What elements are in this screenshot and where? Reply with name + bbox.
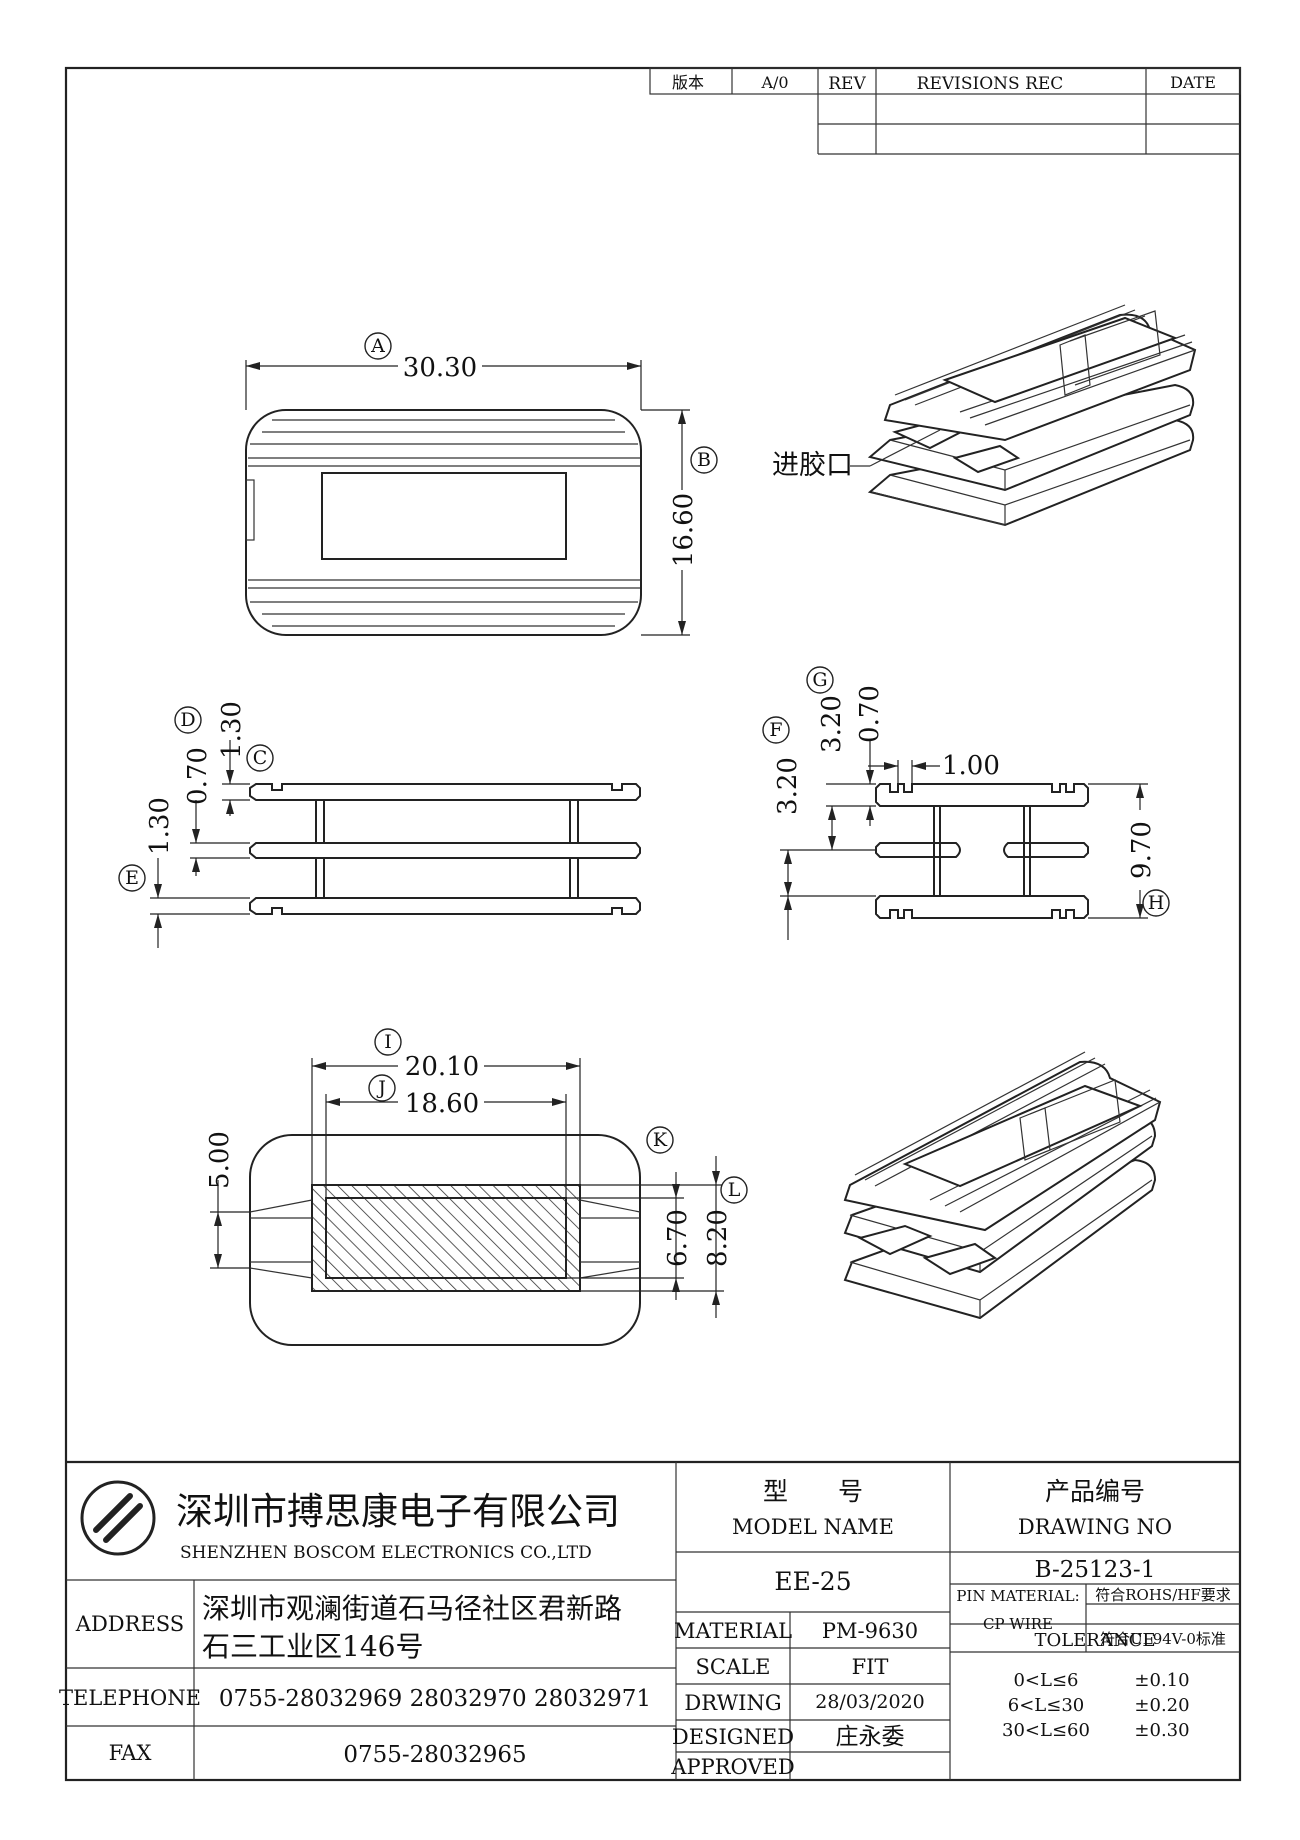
dim-g3-value: 1.00 xyxy=(942,751,1000,781)
drawing-date-label: DRWING xyxy=(684,1691,781,1715)
gate-callout: 进胶口 xyxy=(772,429,941,481)
bottom-view xyxy=(249,1134,641,1346)
drawing-no-value: B-25123-1 xyxy=(1035,1557,1156,1583)
dim-a-value: 30.30 xyxy=(403,353,477,383)
approved-label: APPROVED xyxy=(670,1755,794,1779)
dim-g-value: 3.20 xyxy=(817,695,847,753)
model-label-en: MODEL NAME xyxy=(732,1515,894,1539)
model-label-cn: 型 号 xyxy=(763,1477,863,1506)
iso-view-1 xyxy=(867,304,1197,527)
material-label: MATERIAL xyxy=(674,1619,792,1643)
dim-i-value: 20.10 xyxy=(405,1052,479,1082)
dim-bottom: 20.10 18.60 5.00 6.70 8.20 xyxy=(205,1050,733,1318)
company-name-cn: 深圳市搏思康电子有限公司 xyxy=(176,1490,620,1533)
tolerance-label: TOLERANCE xyxy=(1034,1630,1155,1651)
designed-label: DESIGNED xyxy=(672,1725,794,1749)
material-value: PM-9630 xyxy=(822,1619,918,1643)
balloon-d: D xyxy=(174,706,202,734)
tolerance-range: 30<L≤60 xyxy=(1002,1720,1090,1741)
company-name-en: SHENZHEN BOSCOM ELECTRONICS CO.,LTD xyxy=(180,1543,592,1563)
designed-value: 庄永委 xyxy=(836,1724,905,1750)
svg-text:C: C xyxy=(253,747,268,769)
balloon-e: E xyxy=(118,864,146,892)
dim-l-value: 8.20 xyxy=(703,1209,733,1267)
balloon-l: L xyxy=(720,1176,748,1204)
dim-b: 16.60 xyxy=(641,409,699,636)
telephone-value: 0755-28032969 28032970 28032971 xyxy=(219,1686,651,1712)
tolerance-table: 0<L≤6 ±0.10 6<L≤30 ±0.20 30<L≤60 ±0.30 xyxy=(1002,1670,1190,1741)
svg-text:F: F xyxy=(769,719,782,741)
scale-value: FIT xyxy=(852,1655,889,1679)
version-label: 版本 xyxy=(672,73,704,92)
dim-k-value: 6.70 xyxy=(663,1209,693,1267)
top-view xyxy=(245,409,642,636)
dim-side-right: 1.00 0.70 3.20 3.20 9.70 xyxy=(773,685,1157,940)
version-value: A/0 xyxy=(760,73,788,92)
drawing-date-value: 28/03/2020 xyxy=(815,1691,925,1713)
drawing-no-label-cn: 产品编号 xyxy=(1045,1477,1145,1506)
fax-value: 0755-28032965 xyxy=(343,1742,526,1768)
address-line2: 石三工业区146号 xyxy=(202,1630,423,1663)
tolerance-range: 6<L≤30 xyxy=(1008,1695,1084,1716)
revisions-label: REVISIONS REC xyxy=(917,74,1064,94)
tolerance-value: ±0.20 xyxy=(1134,1695,1189,1716)
svg-text:L: L xyxy=(728,1179,741,1201)
pin-material-label: PIN MATERIAL: xyxy=(956,1587,1079,1605)
side-view-left xyxy=(249,783,641,915)
side-view-right xyxy=(875,783,1089,919)
drawing-no-label-en: DRAWING NO xyxy=(1018,1515,1172,1539)
balloon-f: F xyxy=(762,716,790,744)
address-label: ADDRESS xyxy=(75,1612,184,1636)
address-line1: 深圳市观澜街道石马径社区君新路 xyxy=(202,1592,622,1625)
tolerance-value: ±0.10 xyxy=(1134,1670,1189,1691)
rev-label: REV xyxy=(828,74,866,94)
cp-wire-label: CP WIRE xyxy=(983,1615,1053,1633)
dim-b-value: 16.60 xyxy=(669,493,699,567)
gate-label: 进胶口 xyxy=(772,450,853,481)
iso-view-2 xyxy=(843,1051,1162,1320)
telephone-label: TELEPHONE xyxy=(59,1686,201,1710)
dim-h-value: 9.70 xyxy=(1127,821,1157,879)
balloon-b: B xyxy=(690,446,718,474)
balloon-g: G xyxy=(806,666,834,694)
dim-5-value: 5.00 xyxy=(205,1131,235,1189)
ul-value: 符合UL94V-0标准 xyxy=(1100,1630,1226,1648)
tolerance-range: 0<L≤6 xyxy=(1013,1670,1078,1691)
balloon-a: A xyxy=(364,332,392,360)
scale-label: SCALE xyxy=(696,1655,771,1679)
svg-text:B: B xyxy=(697,449,711,471)
svg-text:D: D xyxy=(180,709,195,731)
svg-text:I: I xyxy=(384,1031,392,1053)
svg-text:K: K xyxy=(653,1129,668,1151)
svg-text:A: A xyxy=(370,335,385,357)
svg-text:H: H xyxy=(1148,892,1165,914)
balloon-j: J xyxy=(368,1074,396,1102)
dim-c-value: 1.30 xyxy=(217,701,247,759)
svg-text:G: G xyxy=(812,669,827,691)
date-label: DATE xyxy=(1170,73,1216,92)
fax-label: FAX xyxy=(109,1741,152,1765)
balloon-i: I xyxy=(374,1028,402,1056)
tolerance-value: ±0.30 xyxy=(1134,1720,1189,1741)
company-logo xyxy=(80,1480,156,1556)
balloon-c: C xyxy=(246,744,274,772)
dim-side-left: 1.30 0.70 1.30 xyxy=(145,701,250,948)
balloon-h: H xyxy=(1142,889,1170,917)
dim-d-value: 0.70 xyxy=(183,747,213,805)
svg-text:E: E xyxy=(125,867,139,889)
balloon-k: K xyxy=(646,1126,674,1154)
dim-f-value: 3.20 xyxy=(773,757,803,815)
model-value: EE-25 xyxy=(774,1567,851,1596)
dim-j-value: 18.60 xyxy=(405,1089,479,1119)
dim-a: 30.30 xyxy=(245,350,642,410)
revision-table: 版本 A/0 REV REVISIONS REC DATE xyxy=(649,67,1241,155)
dim-g2-value: 0.70 xyxy=(855,685,885,743)
dim-e-value: 1.30 xyxy=(145,797,175,855)
svg-text:J: J xyxy=(376,1077,386,1099)
title-block xyxy=(66,1460,1240,1780)
rohs-value: 符合ROHS/HF要求 xyxy=(1095,1586,1231,1604)
